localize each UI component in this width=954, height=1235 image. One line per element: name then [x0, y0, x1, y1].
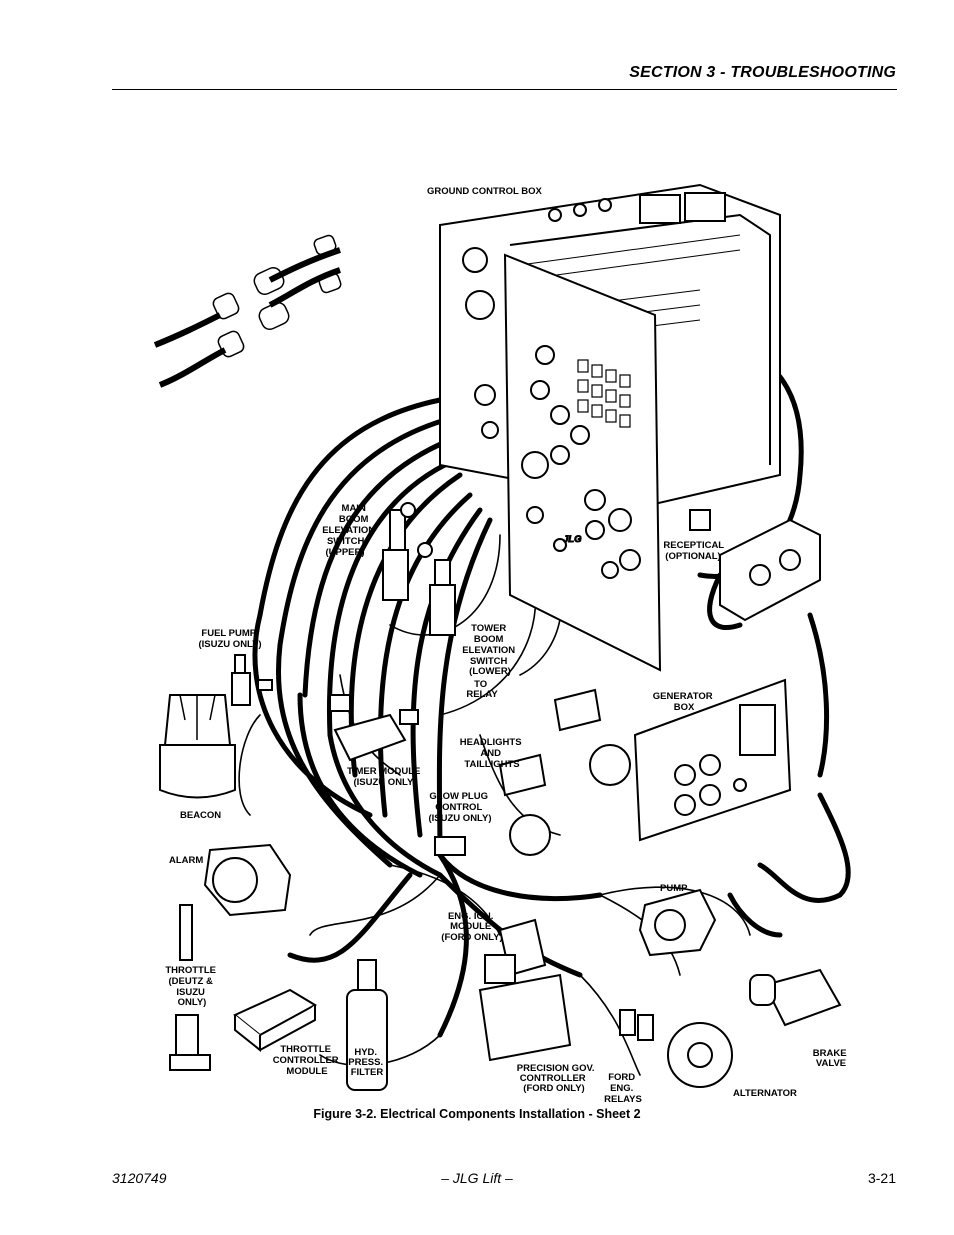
- label-pump: PUMP: [660, 883, 688, 894]
- alternator: [667, 1022, 733, 1088]
- plug-connectors: [153, 234, 342, 388]
- alarm: [203, 843, 292, 917]
- label-headlights: HEADLIGHTS AND TAILLIGHTS: [460, 737, 524, 770]
- label-brake-valve: BRAKE VALVE: [813, 1048, 849, 1069]
- label-main-boom-switch: MAIN BOOM ELEVATION SWITCH (UPPER): [322, 503, 378, 558]
- label-throttle-controller: THROTTLE CONTROLLER MODULE: [273, 1044, 342, 1077]
- headlights: [498, 688, 631, 856]
- precision-gov-controller: [478, 954, 572, 1062]
- label-timer-module: TIMER MODULE (ISUZU ONLY): [347, 766, 423, 788]
- generator-box: [633, 678, 792, 842]
- label-fuel-pump: FUEL PUMP (ISUZU ONLY): [199, 628, 262, 650]
- throttle: [169, 904, 211, 1071]
- label-eng-ign-module: ENG. IGN. MODULE (FORD ONLY): [441, 911, 502, 943]
- label-beacon: BEACON: [180, 810, 221, 821]
- publisher: – JLG Lift –: [441, 1170, 513, 1186]
- page-number: 3-21: [867, 1170, 896, 1186]
- receptical: [689, 509, 821, 622]
- beacon: [159, 694, 236, 799]
- throttle-controller: [233, 988, 318, 1053]
- section-title: SECTION 3 - TROUBLESHOOTING: [629, 64, 896, 81]
- timer-module: [329, 694, 419, 762]
- label-generator-box: GENERATOR BOX: [653, 691, 715, 713]
- glow-plug-control: [434, 836, 466, 856]
- wiring-diagram: JLG: [140, 175, 860, 1105]
- ford-eng-relays: [619, 1009, 654, 1041]
- doc-number: 3120749: [112, 1170, 167, 1186]
- brake-valve: [749, 968, 842, 1027]
- control-panel-door: [503, 253, 662, 672]
- label-alarm: ALARM: [169, 855, 203, 866]
- label-hyd-filter: HYD. PRESS. FILTER: [348, 1047, 386, 1078]
- header-rule: [112, 89, 897, 90]
- fuel-pump: [231, 654, 273, 706]
- label-tower-boom-switch: TOWER BOOM ELEVATION SWITCH (LOWER): [462, 623, 518, 677]
- label-alternator: ALTERNATOR: [733, 1088, 797, 1099]
- label-ford-relays: FORD ENG. RELAYS: [604, 1072, 642, 1105]
- label-to-relay: TO RELAY: [466, 679, 498, 700]
- label-ground-control-box: GROUND CONTROL BOX: [427, 186, 543, 197]
- panel-logo: JLG: [563, 534, 582, 545]
- label-throttle: THROTTLE (DEUTZ & ISUZU ONLY): [165, 965, 218, 1008]
- label-receptical: RECEPTICAL (OPTIONAL): [663, 540, 726, 562]
- figure-labels: GROUND CONTROL BOX MAIN BOOM ELEVATION S…: [165, 186, 849, 1105]
- tower-boom-switch: [417, 542, 456, 636]
- pump: [638, 888, 717, 957]
- label-glow-plug: GLOW PLUG CONTROL (ISUZU ONLY): [429, 791, 492, 824]
- figure-caption: Figure 3-2. Electrical Components Instal…: [313, 1107, 641, 1121]
- hyd-press-filter: [346, 959, 388, 1091]
- main-boom-switch: [382, 502, 416, 601]
- label-precision-gov: PRECISION GOV. CONTROLLER (FORD ONLY): [517, 1063, 597, 1094]
